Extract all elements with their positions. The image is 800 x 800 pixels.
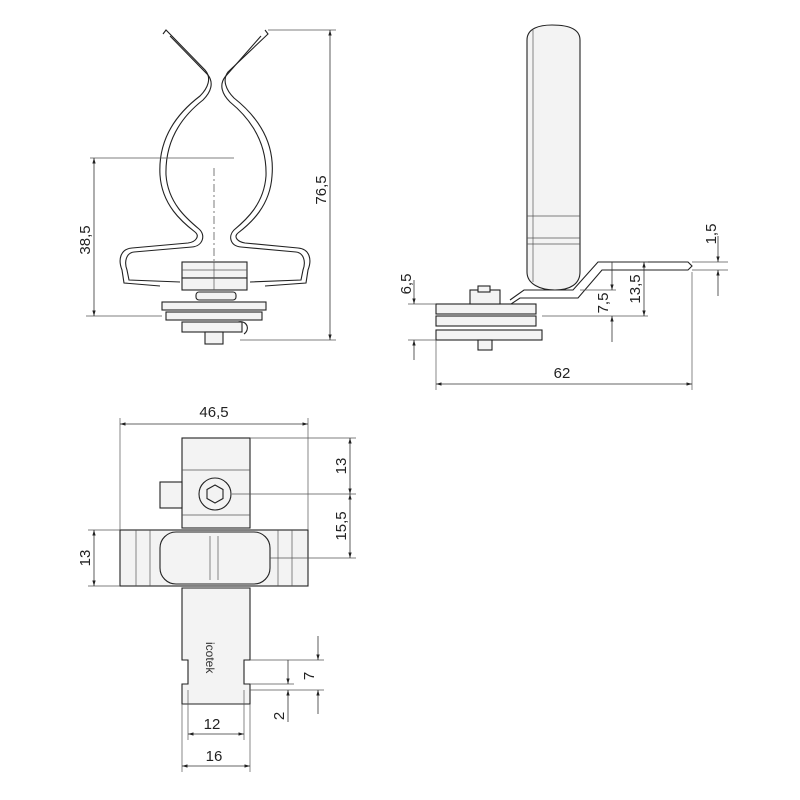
clamp-block-mid xyxy=(181,277,248,291)
top-saddle-oval xyxy=(159,531,271,585)
dim-label-16: 16 xyxy=(206,748,223,765)
dim-label-7-5: 7,5 xyxy=(595,293,612,314)
dim-label-15-5: 15,5 xyxy=(333,511,350,540)
dim-label-13-5: 13,5 xyxy=(627,274,644,303)
dim-label-6-5: 6,5 xyxy=(398,274,415,295)
hex-bolt-circle xyxy=(198,477,232,511)
dim-label-13-saddle: 13 xyxy=(77,550,94,567)
base-plate-mid xyxy=(165,311,263,321)
side-view: 1,5 13,5 7,5 6,5 62 xyxy=(398,24,728,390)
dim-label-13-top: 13 xyxy=(333,458,350,475)
dim-label-62: 62 xyxy=(554,365,571,382)
spring-clip-outer-right xyxy=(224,29,311,287)
dim-label-1-5: 1,5 xyxy=(703,224,720,245)
bolt-stem xyxy=(204,331,224,345)
top-view: icotek 46,5 13 15,5 13 7 2 xyxy=(77,404,356,772)
side-clip-body xyxy=(526,24,581,291)
spring-clip-inner xyxy=(125,35,212,283)
dim-label-12: 12 xyxy=(204,716,221,733)
side-bent-tab xyxy=(507,261,693,307)
side-base-mid xyxy=(435,315,537,327)
dim-label-38-5: 38,5 xyxy=(77,225,94,254)
dim-label-46-5: 46,5 xyxy=(199,404,228,421)
hex-socket-icon xyxy=(206,484,224,504)
spring-clip-inner-right xyxy=(221,35,305,283)
dim-label-76-5: 76,5 xyxy=(313,175,330,204)
spring-clip-outer xyxy=(119,29,210,287)
brand-icotek: icotek xyxy=(203,642,217,674)
side-base-top xyxy=(435,303,537,315)
top-clamp-head xyxy=(181,437,251,529)
side-bolt-stem xyxy=(477,339,493,351)
side-base-bottom xyxy=(435,329,543,341)
clamp-screw-head xyxy=(195,291,237,301)
top-clamp-lug xyxy=(159,481,183,509)
front-view: 38,5 76,5 xyxy=(77,29,336,345)
base-plate-top xyxy=(161,301,267,311)
base-plate-bottom xyxy=(181,321,243,333)
dim-label-2: 2 xyxy=(271,712,288,720)
dim-label-7: 7 xyxy=(301,672,318,680)
